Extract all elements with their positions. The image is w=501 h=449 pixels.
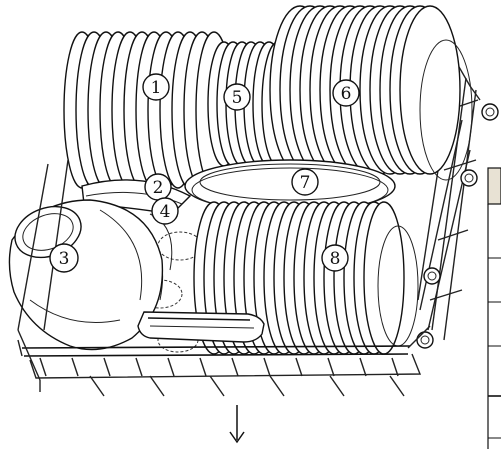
plate — [419, 39, 473, 181]
callout-3: 3 — [49, 243, 79, 273]
table-header-cell — [487, 167, 501, 205]
rack-wire — [231, 357, 239, 377]
callout-1-label: 1 — [151, 78, 162, 98]
wheel — [481, 103, 499, 121]
utensil-tray — [137, 311, 265, 343]
callout-2-label: 2 — [153, 178, 164, 198]
wheel — [460, 169, 478, 187]
callout-3-label: 3 — [59, 249, 70, 269]
rack-wire — [327, 357, 335, 377]
rack-wire — [167, 357, 175, 377]
rack-wire — [199, 357, 207, 377]
table-fragment — [487, 167, 501, 449]
callout-6-label: 6 — [341, 84, 352, 104]
plates-group-1 — [63, 31, 233, 189]
oval-dish-7 — [184, 159, 396, 213]
rack-wire — [329, 375, 345, 397]
rack-wire — [89, 375, 105, 397]
callout-6: 6 — [332, 79, 360, 107]
callout-5: 5 — [223, 83, 251, 111]
callout-4: 4 — [151, 197, 179, 225]
down-arrow-icon — [229, 405, 245, 444]
callout-4-label: 4 — [160, 202, 171, 222]
rack-wire — [149, 375, 165, 397]
rack-wire — [359, 357, 367, 377]
callout-7: 7 — [291, 168, 319, 196]
callout-2: 2 — [144, 173, 172, 201]
wheel — [416, 331, 434, 349]
plate — [363, 201, 405, 355]
rack-wire — [391, 357, 399, 377]
callout-8-label: 8 — [330, 249, 341, 269]
rack-wire — [135, 357, 143, 377]
rack-bottom-wires — [39, 357, 405, 397]
rack-wire — [209, 375, 225, 397]
rack-wire — [295, 357, 303, 377]
rack-wire — [389, 375, 405, 397]
callout-5-label: 5 — [232, 88, 243, 108]
rack-wire — [71, 357, 79, 377]
rack-wire — [269, 375, 285, 397]
rack-frame — [17, 159, 431, 392]
callout-7-label: 7 — [300, 173, 311, 193]
plate — [399, 5, 461, 175]
rack-wire — [263, 357, 271, 377]
plates-group-6 — [269, 5, 473, 181]
rack-wheels — [416, 103, 499, 349]
rack-wire — [103, 357, 111, 377]
callout-1: 1 — [142, 73, 170, 101]
wheel — [423, 267, 441, 285]
callout-8: 8 — [321, 244, 349, 272]
rack-wire — [39, 357, 47, 377]
